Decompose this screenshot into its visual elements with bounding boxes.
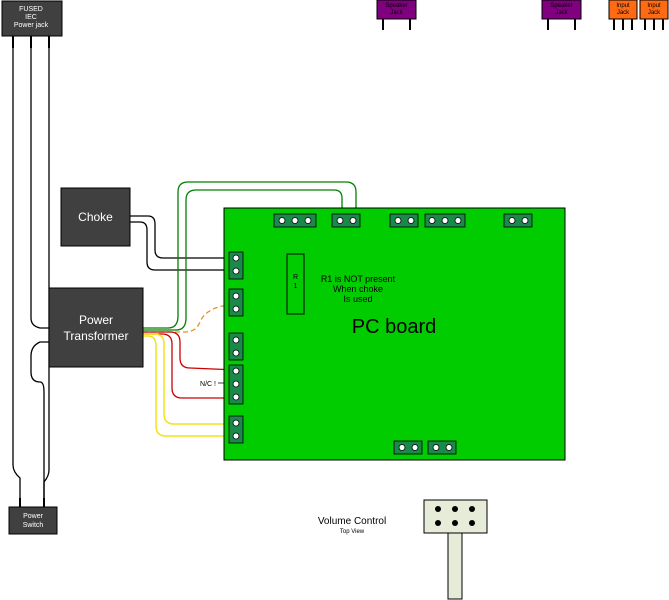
nc-label: N/C ! (200, 381, 216, 388)
speaker-jack-1-label-1: Speaker (385, 3, 407, 9)
volume-control-shaft (447, 531, 463, 600)
connector-left-choke (228, 251, 244, 280)
resistor-label-1: R (293, 274, 298, 281)
input-jack-1-label-1: Input (616, 3, 630, 9)
connector-left-3 (228, 332, 244, 361)
board-connectors (228, 213, 533, 455)
wire-red-2 (143, 333, 237, 399)
choke: Choke (60, 187, 131, 247)
wire-choke-2 (130, 221, 237, 271)
input-jack-2: Input Jack (639, 0, 669, 30)
connector-top-5 (503, 213, 533, 228)
power-switch-label-2: Switch (23, 522, 44, 529)
wire-green-outer (143, 181, 357, 329)
choke-label: Choke (78, 210, 113, 224)
power-transformer: Power Transformer (48, 287, 144, 368)
wire-jack-to-switch-right (43, 36, 50, 503)
input-jack-2-label-2: Jack (648, 10, 661, 16)
connector-top-1 (273, 213, 317, 228)
input-jack-1: Input Jack (608, 0, 638, 30)
power-jack: FUSED IEC Power jack (1, 0, 63, 48)
connector-top-2 (331, 213, 361, 228)
connector-bottom-1 (393, 440, 423, 455)
volume-control-title: Volume Control (318, 516, 386, 527)
pc-board-label: PC board (352, 316, 437, 338)
wire-green-inner (143, 189, 343, 331)
connector-top-3 (389, 213, 419, 228)
r1-note-3: Is used (343, 294, 372, 304)
power-jack-label-3: Power jack (14, 22, 49, 29)
wire-yellow-2 (143, 335, 237, 437)
transformer-label-1: Power (79, 313, 113, 327)
wire-red-1 (143, 331, 238, 371)
resistor-r1 (286, 253, 305, 315)
input-jack-2-label-1: Input (647, 3, 661, 9)
transformer-label-2: Transformer (64, 329, 129, 343)
resistor-label-2: 1 (294, 283, 298, 290)
connector-top-4 (424, 213, 466, 228)
wire-orange-dashed (143, 305, 237, 333)
connector-left-2 (228, 288, 244, 317)
power-switch: Power Switch (8, 498, 58, 535)
speaker-jack-1: Speaker Jack (376, 0, 417, 30)
wire-yellow-1 (143, 333, 237, 425)
input-jack-1-label-2: Jack (617, 10, 630, 16)
wire-jack-to-switch-left (12, 36, 21, 503)
power-switch-label-1: Power (23, 513, 44, 520)
r1-note-1: R1 is NOT present (321, 274, 396, 284)
connector-left-yellow (228, 415, 244, 444)
volume-control-body (423, 499, 488, 534)
speaker-jack-1-label-2: Jack (390, 10, 403, 16)
r1-note-2: When choke (333, 284, 383, 294)
speaker-jack-2-label-1: Speaker (550, 3, 572, 9)
wire-transformer-to-switch (30, 341, 49, 503)
wires (12, 36, 357, 503)
wire-jack-to-transformer (30, 36, 49, 329)
connector-left-red (228, 364, 244, 405)
speaker-jack-2-label-2: Jack (555, 10, 568, 16)
pc-board: PC board R 1 R1 is NOT present When chok… (200, 207, 566, 461)
connector-bottom-2 (427, 440, 457, 455)
power-jack-label-2: IEC (25, 14, 37, 21)
power-jack-label-1: FUSED (19, 6, 43, 13)
speaker-jack-2: Speaker Jack (541, 0, 582, 30)
wire-choke-1 (130, 215, 237, 259)
volume-control-subtitle: Top View (340, 529, 365, 535)
volume-control: Volume Control Top View (318, 499, 488, 600)
